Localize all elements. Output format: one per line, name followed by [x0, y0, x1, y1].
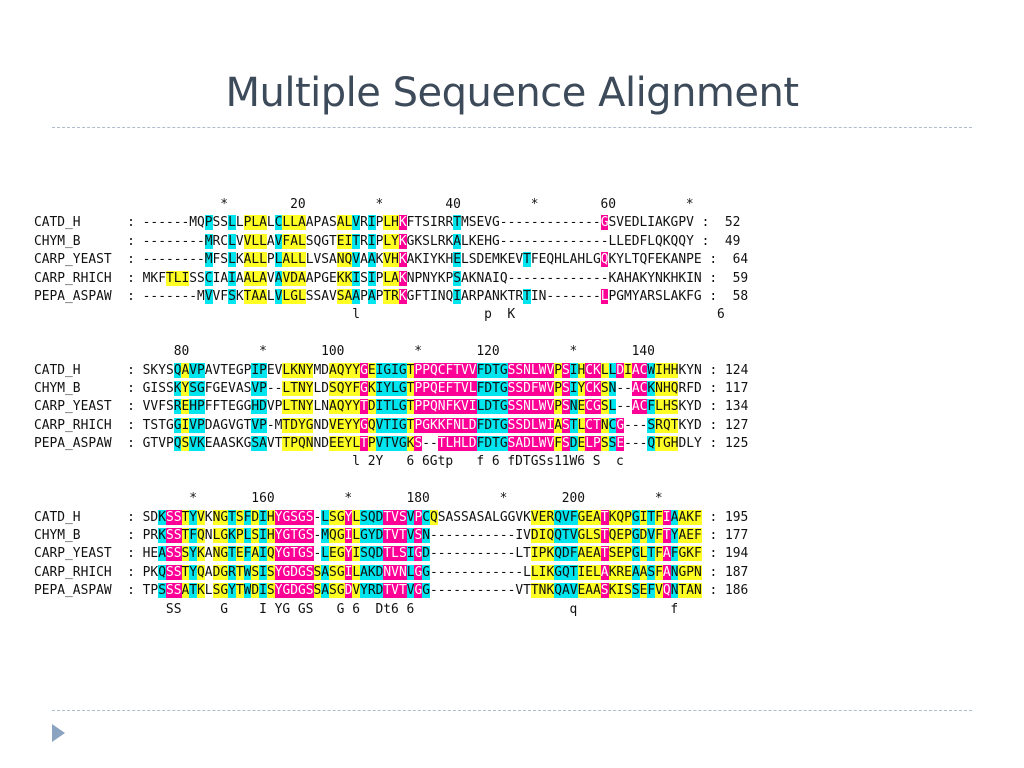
- sequence-residues: MKFTLISSCIAIAALAVAVDAAPGEKKISIPLAKNPNYKP…: [142, 270, 702, 286]
- alignment-view: * 20 * 40 * 60 * CATD_H : ------MQPSSLLPL…: [34, 196, 748, 637]
- sequence-residues: --------MRCLVVLLAVFALSQGTEITRIPLYKGKSLRK…: [142, 233, 694, 249]
- sequence-name: CARP_RHICH: [34, 417, 120, 433]
- sequence-residues: GTVPQSVKEAASKGSAVTTPQNNDEEYLTPVTVGKS--TL…: [142, 436, 702, 452]
- sequence-residues: PKQSSTYQADGRTWSISYGDGSSASGILAKDNVNLGG---…: [142, 564, 702, 580]
- residue-count: : 125: [701, 436, 749, 452]
- sequence-name: CARP_RHICH: [34, 270, 120, 286]
- residue-count: : 124: [701, 362, 749, 378]
- position-ruler: 80 * 100 * 120 * 140: [34, 344, 655, 360]
- sequence-residues: ------MQPSSLLPLALCLLAAPASALVRIPLHKFTSIRR…: [142, 215, 694, 231]
- next-slide-arrow-icon[interactable]: [52, 724, 65, 742]
- sequence-row: CHYM_B : PRKSSTFQNLGKPLSIHYGTGS-MQGILGYD…: [34, 527, 748, 545]
- sequence-row: CARP_RHICH : PKQSSTYQADGRTWSISYGDGSSASGI…: [34, 564, 748, 582]
- separator: :: [119, 380, 143, 396]
- sequence-residues: TSTGGIVPDAGVGTVP-MTDYGNDVEYYGQVTIGTPGKKF…: [142, 417, 702, 433]
- sequence-residues: -------MVVFSKTAALVLGLSSAVSAAPAPTRKGFTINQ…: [142, 288, 702, 304]
- sequence-residues: SKYSQAVPAVTEGPIPEVLKNYMDAQYYGEIGIGTPPQCF…: [142, 362, 702, 378]
- position-ruler: * 160 * 180 * 200 *: [34, 491, 663, 507]
- sequence-name: CARP_YEAST: [34, 546, 120, 562]
- sequence-row: PEPA_ASPAW : -------MVVFSKTAALVLGLSSAVSA…: [34, 288, 748, 306]
- residue-count: : 52: [693, 215, 741, 231]
- sequence-row: CHYM_B : --------MRCLVVLLAVFALSQGTEITRIP…: [34, 233, 748, 251]
- sequence-residues: SDKSSTYVKNGTSFDIHYGSGS-LSGYLSQDTVSVPCQSA…: [142, 509, 702, 525]
- residue-count: : 59: [701, 270, 749, 286]
- residue-count: : 134: [701, 399, 749, 415]
- separator: :: [119, 270, 143, 286]
- residue-count: : 195: [701, 509, 749, 525]
- separator: :: [119, 252, 143, 268]
- sequence-residues: --------MFSLKALLPLALLLVSANQVAAKVHKAKIYKH…: [142, 252, 702, 268]
- sequence-name: CATD_H: [34, 509, 120, 525]
- sequence-residues: VVFSREHPFFTEGGHDVPLTNYLNAQYYTDITLGTPPQNF…: [142, 399, 702, 415]
- footer-divider: [52, 710, 972, 711]
- alignment-block: * 160 * 180 * 200 * CATD_H : SDKSSTYVKNGT…: [34, 490, 748, 619]
- sequence-name: PEPA_ASPAW: [34, 583, 120, 599]
- sequence-name: CARP_YEAST: [34, 252, 120, 268]
- sequence-residues: TPSSSATKLSGYTWDISYGDGSSASGDVYRDTVTVGG---…: [142, 583, 702, 599]
- sequence-row: CARP_RHICH : MKFTLISSCIAIAALAVAVDAAPGEKK…: [34, 270, 748, 288]
- sequence-row: CATD_H : SDKSSTYVKNGTSFDIHYGSGS-LSGYLSQD…: [34, 509, 748, 527]
- sequence-residues: PRKSSTFQNLGKPLSIHYGTGS-MQGILGYDTVTVSN---…: [142, 528, 702, 544]
- residue-count: : 127: [701, 417, 749, 433]
- sequence-name: CATD_H: [34, 215, 120, 231]
- sequence-name: CARP_RHICH: [34, 564, 120, 580]
- sequence-row: CATD_H : ------MQPSSLLPLALCLLAAPASALVRIP…: [34, 214, 748, 232]
- residue-count: : 194: [701, 546, 749, 562]
- separator: :: [119, 583, 143, 599]
- slide-title: Multiple Sequence Alignment: [225, 70, 799, 116]
- title-divider: [52, 127, 972, 128]
- separator: :: [119, 362, 143, 378]
- sequence-row: CARP_RHICH : TSTGGIVPDAGVGTVP-MTDYGNDVEY…: [34, 417, 748, 435]
- separator: :: [119, 233, 143, 249]
- separator: :: [119, 546, 143, 562]
- separator: :: [119, 528, 143, 544]
- residue-count: : 187: [701, 564, 749, 580]
- sequence-name: CHYM_B: [34, 380, 120, 396]
- sequence-name: CHYM_B: [34, 233, 120, 249]
- separator: :: [119, 399, 143, 415]
- residue-count: : 58: [701, 288, 749, 304]
- sequence-name: PEPA_ASPAW: [34, 288, 120, 304]
- sequence-row: CARP_YEAST : HEASSSYKANGTEFAIQYGTGS-LEGY…: [34, 545, 748, 563]
- residue-count: : 117: [701, 380, 749, 396]
- sequence-name: CARP_YEAST: [34, 399, 120, 415]
- separator: :: [119, 288, 143, 304]
- sequence-name: CATD_H: [34, 362, 120, 378]
- sequence-row: CARP_YEAST : VVFSREHPFFTEGGHDVPLTNYLNAQY…: [34, 398, 748, 416]
- alignment-block: * 20 * 40 * 60 * CATD_H : ------MQPSSLLPL…: [34, 196, 748, 325]
- separator: :: [119, 564, 143, 580]
- consensus-line: SS G I YG GS G 6 Dt6 6 q f: [34, 601, 679, 617]
- sequence-row: CATD_H : SKYSQAVPAVTEGPIPEVLKNYMDAQYYGEI…: [34, 362, 748, 380]
- residue-count: : 177: [701, 528, 749, 544]
- sequence-name: CHYM_B: [34, 528, 120, 544]
- consensus-line: l 2Y 6 6Gtp f 6 fDTGSs11W6 S c: [34, 454, 624, 470]
- residue-count: : 49: [693, 233, 741, 249]
- sequence-row: CHYM_B : GISSKYSGFGEVASVP--LTNYLDSQYFGKI…: [34, 380, 748, 398]
- sequence-residues: HEASSSYKANGTEFAIQYGTGS-LEGYISQDTLSIGD---…: [142, 546, 702, 562]
- separator: :: [119, 509, 143, 525]
- sequence-residues: GISSKYSGFGEVASVP--LTNYLDSQYFGKIYLGTPPQEF…: [142, 380, 702, 396]
- sequence-name: PEPA_ASPAW: [34, 436, 120, 452]
- separator: :: [119, 436, 143, 452]
- separator: :: [119, 215, 143, 231]
- sequence-row: PEPA_ASPAW : TPSSSATKLSGYTWDISYGDGSSASGD…: [34, 582, 748, 600]
- residue-count: : 186: [701, 583, 749, 599]
- consensus-line: l p K 6: [34, 307, 725, 323]
- sequence-row: PEPA_ASPAW : GTVPQSVKEAASKGSAVTTPQNNDEEY…: [34, 435, 748, 453]
- residue-count: : 64: [701, 252, 749, 268]
- sequence-row: CARP_YEAST : --------MFSLKALLPLALLLVSANQ…: [34, 251, 748, 269]
- separator: :: [119, 417, 143, 433]
- position-ruler: * 20 * 40 * 60 *: [34, 197, 694, 212]
